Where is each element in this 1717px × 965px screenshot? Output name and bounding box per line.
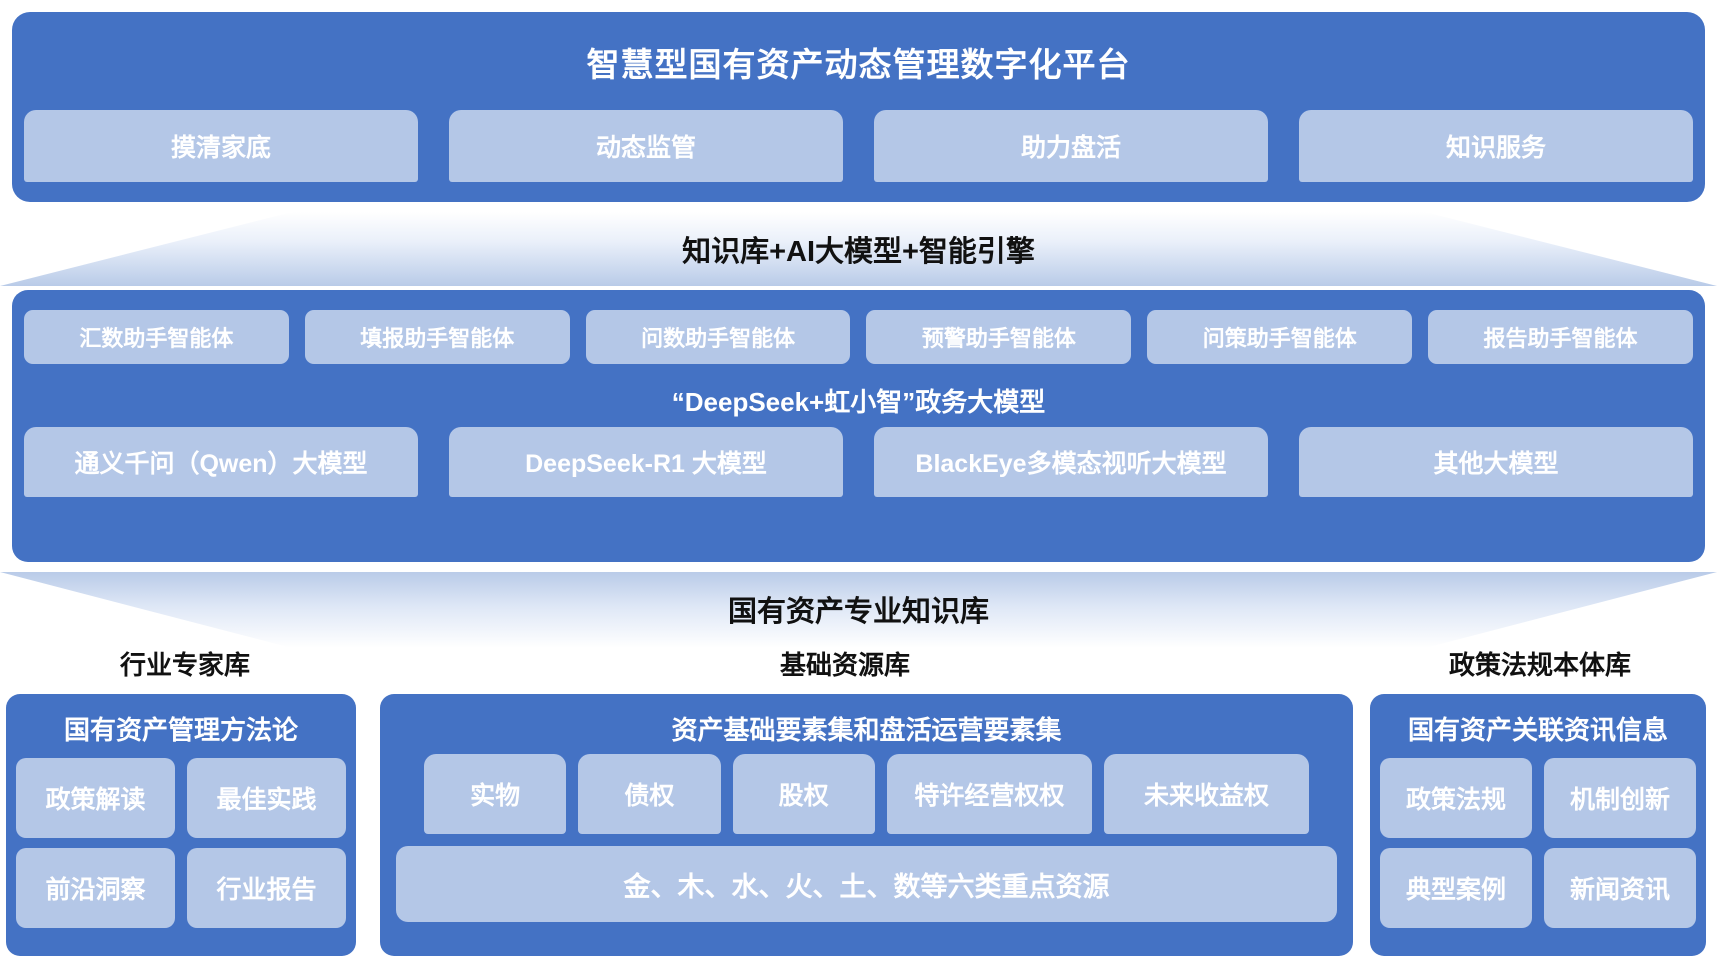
resource-item-3[interactable]: 特许经营权权 [886,754,1092,834]
foundation-model-card-1[interactable]: DeepSeek-R1 大模型 [449,427,843,497]
government-model-title: “DeepSeek+虹小智”政务大模型 [671,387,1046,417]
expert-item-1[interactable]: 最佳实践 [187,758,346,838]
resource-library-title: 资产基础要素集和盘活运营要素集 [671,715,1062,745]
agent-card-0[interactable]: 汇数助手智能体 [24,310,289,364]
policy-library-title: 国有资产关联资讯信息 [1407,715,1668,745]
resource-key-resources-bar[interactable]: 金、木、水、火、土、数等六类重点资源 [396,846,1337,922]
policy-item-3[interactable]: 新闻资讯 [1544,848,1696,928]
policy-item-1[interactable]: 机制创新 [1544,758,1696,838]
policy-item-2[interactable]: 典型案例 [1380,848,1532,928]
capability-card-3[interactable]: 知识服务 [1299,110,1693,182]
expert-library-grid: 政策解读 最佳实践 前沿洞察 行业报告 [16,758,346,928]
ai-layer-panel: 汇数助手智能体 填报助手智能体 问数助手智能体 预警助手智能体 问策助手智能体 … [12,290,1705,562]
knowledge-base-banner: 国有资产专业知识库 [0,572,1717,648]
expert-item-2[interactable]: 前沿洞察 [16,848,175,928]
agent-card-3[interactable]: 预警助手智能体 [866,310,1132,364]
foundation-model-card-2[interactable]: BlackEye多模态视听大模型 [874,427,1268,497]
resource-item-4[interactable]: 未来收益权 [1103,754,1310,834]
expert-item-3[interactable]: 行业报告 [187,848,346,928]
agent-card-1[interactable]: 填报助手智能体 [304,310,570,364]
engine-banner-label: 知识库+AI大模型+智能引擎 [682,236,1035,268]
agent-row: 汇数助手智能体 填报助手智能体 问数助手智能体 预警助手智能体 问策助手智能体 … [24,310,1693,364]
expert-item-0[interactable]: 政策解读 [16,758,175,838]
policy-library-panel: 国有资产关联资讯信息 政策法规 机制创新 典型案例 新闻资讯 [1370,694,1706,956]
foundation-model-row: 通义千问（Qwen）大模型 DeepSeek-R1 大模型 BlackEye多模… [24,427,1693,497]
knowledge-base-banner-shape [0,572,1717,648]
capability-card-0[interactable]: 摸清家底 [24,110,418,182]
capability-card-1[interactable]: 动态监管 [449,110,843,182]
agent-card-5[interactable]: 报告助手智能体 [1428,310,1693,364]
expert-library-title: 国有资产管理方法论 [63,715,298,745]
foundation-model-card-3[interactable]: 其他大模型 [1299,427,1693,497]
capability-card-2[interactable]: 助力盘活 [874,110,1268,182]
knowledge-category-expert: 行业专家库 [119,650,250,680]
resource-item-1[interactable]: 债权 [578,754,721,834]
engine-banner: 知识库+AI大模型+智能引擎 [0,212,1717,286]
policy-item-0[interactable]: 政策法规 [1380,758,1532,838]
platform-capability-row: 摸清家底 动态监管 助力盘活 知识服务 [24,110,1693,182]
knowledge-base-banner-label: 国有资产专业知识库 [727,596,989,628]
agent-card-4[interactable]: 问策助手智能体 [1147,310,1413,364]
page-title: 智慧型国有资产动态管理数字化平台 [586,46,1131,83]
agent-card-2[interactable]: 问数助手智能体 [585,310,851,364]
resource-item-2[interactable]: 股权 [732,754,875,834]
engine-banner-shape [0,212,1717,286]
knowledge-category-resource: 基础资源库 [779,650,910,680]
expert-library-panel: 国有资产管理方法论 政策解读 最佳实践 前沿洞察 行业报告 [6,694,356,956]
policy-library-grid: 政策法规 机制创新 典型案例 新闻资讯 [1380,758,1696,928]
knowledge-category-policy: 政策法规本体库 [1448,650,1631,680]
resource-library-panel: 资产基础要素集和盘活运营要素集 实物 债权 股权 特许经营权权 未来收益权 金、… [380,694,1353,956]
platform-panel: 智慧型国有资产动态管理数字化平台 摸清家底 动态监管 助力盘活 知识服务 [12,12,1705,202]
resource-item-0[interactable]: 实物 [424,754,567,834]
foundation-model-card-0[interactable]: 通义千问（Qwen）大模型 [24,427,418,497]
resource-item-row: 实物 债权 股权 特许经营权权 未来收益权 [424,754,1310,834]
